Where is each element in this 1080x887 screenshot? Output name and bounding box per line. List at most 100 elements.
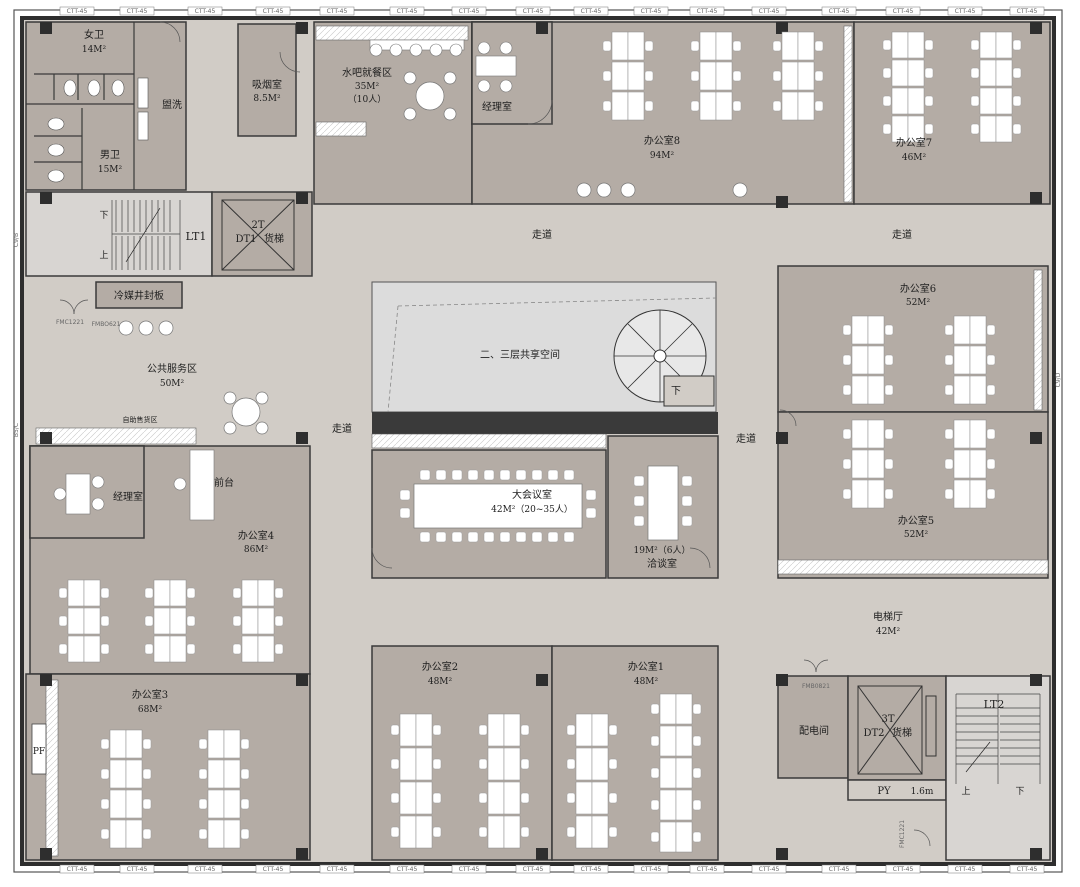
structural-columns (40, 22, 1042, 860)
workstation-desk (969, 315, 987, 345)
workstation-desk (591, 815, 609, 849)
room-office7 (853, 21, 1051, 205)
office-chair (240, 828, 250, 840)
meeting-chair (499, 531, 511, 543)
workstation-desk (995, 87, 1013, 115)
office-chair (602, 40, 612, 52)
office-chair (772, 40, 782, 52)
workstation-desk (995, 59, 1013, 87)
office-chair (690, 40, 700, 52)
workstation-desk (781, 61, 799, 91)
window-tags: CTT-45CTT-45CTT-45CTT-45CTT-45CTT-45CTT-… (59, 6, 1045, 874)
window-tag-box (633, 864, 669, 874)
water-bar-area: 35M² (355, 82, 380, 92)
office8-area: 94M² (650, 151, 675, 161)
workstation-desk (241, 607, 259, 635)
workstation-desk (969, 345, 987, 375)
office-chair (924, 39, 934, 51)
office-chair (232, 643, 242, 655)
window-tag-box (947, 864, 983, 874)
workstation-desk (153, 607, 171, 635)
office-chair (608, 826, 618, 838)
workstation-desk (415, 747, 433, 781)
office-chair (944, 324, 954, 336)
workstation-desk (257, 635, 275, 663)
workstation-desk (125, 729, 143, 759)
workstation-desk (675, 821, 693, 853)
office-chair (432, 758, 442, 770)
corridor-label-mid-left: 走道 (332, 422, 352, 435)
window-tag-box (255, 6, 291, 16)
workstation-desk (241, 579, 259, 607)
office-chair (732, 70, 742, 82)
workstation-desk (659, 757, 677, 789)
workstation-desk (953, 419, 971, 449)
office-chair (232, 587, 242, 599)
negotiation-table (647, 465, 679, 541)
workstation-desk (781, 31, 799, 61)
axis-label-left-top: C9/B (13, 233, 20, 247)
office-chair (144, 643, 154, 655)
workstation-desk (867, 345, 885, 375)
meeting-chair (563, 469, 575, 481)
meeting-chair (531, 531, 543, 543)
office-chair (650, 703, 660, 715)
office-chair (986, 324, 996, 336)
workstation-desk (797, 91, 815, 121)
meeting-chair (419, 469, 431, 481)
pf-shaft (31, 723, 47, 775)
workstation-desk (415, 781, 433, 815)
stair-lt2-name: LT2 (984, 698, 1005, 711)
workstation-desk (781, 91, 799, 121)
meeting-chair (467, 531, 479, 543)
office-chair (924, 123, 934, 135)
door-code-fmc-a: FMC1221 (56, 319, 84, 326)
pf-label: PF (33, 747, 45, 757)
door-code-elec: FMB0821 (802, 683, 830, 690)
workstation-desk (67, 579, 85, 607)
public-service-area: 50M² (160, 379, 185, 389)
workstation-desk (575, 747, 593, 781)
meeting-chair (483, 531, 495, 543)
smoking-area: 8.5M² (253, 94, 281, 104)
office-chair (602, 70, 612, 82)
glass-strips (35, 25, 1049, 857)
dt1-tonnage: 2T (251, 220, 264, 231)
office-chair (884, 324, 894, 336)
window-tag: CTT-45 (327, 866, 348, 873)
window-tag: CTT-45 (955, 866, 976, 873)
outer-wall (20, 16, 1056, 866)
atrium-railing (372, 412, 718, 434)
office5-name: 办公室5 (898, 514, 934, 527)
window-tag-box (633, 6, 669, 16)
workstation-desk (591, 713, 609, 747)
window-tag-box (515, 6, 551, 16)
office-chair (100, 738, 110, 750)
workstation-desk (169, 579, 187, 607)
elevator-hall-area: 42M² (876, 627, 901, 637)
window-tag: CTT-45 (67, 866, 88, 873)
workstation-desk (627, 61, 645, 91)
office-chair (520, 724, 530, 736)
big-meeting-name: 大会议室 (512, 488, 552, 501)
workstation-desk (487, 781, 505, 815)
office2-area: 48M² (428, 677, 453, 687)
water-bar-capacity: （10人） (348, 94, 386, 105)
workstation-desk (867, 479, 885, 509)
office1-area: 48M² (634, 677, 659, 687)
window-tag: CTT-45 (759, 8, 780, 15)
office-chair (144, 615, 154, 627)
office-chair (58, 643, 68, 655)
meeting-chair (399, 489, 411, 501)
workstation-desk (241, 635, 259, 663)
mens-wc-name: 男卫 (100, 149, 120, 161)
axis-label-left-mid: B5/C (13, 423, 20, 437)
workstation-desk (851, 375, 869, 405)
office-chair (842, 488, 852, 500)
workstation-desk (659, 789, 677, 821)
office-chair (142, 828, 152, 840)
window-tag-box (59, 864, 95, 874)
office-chair (884, 428, 894, 440)
workstation-desk (891, 59, 909, 87)
office-chair (390, 792, 400, 804)
